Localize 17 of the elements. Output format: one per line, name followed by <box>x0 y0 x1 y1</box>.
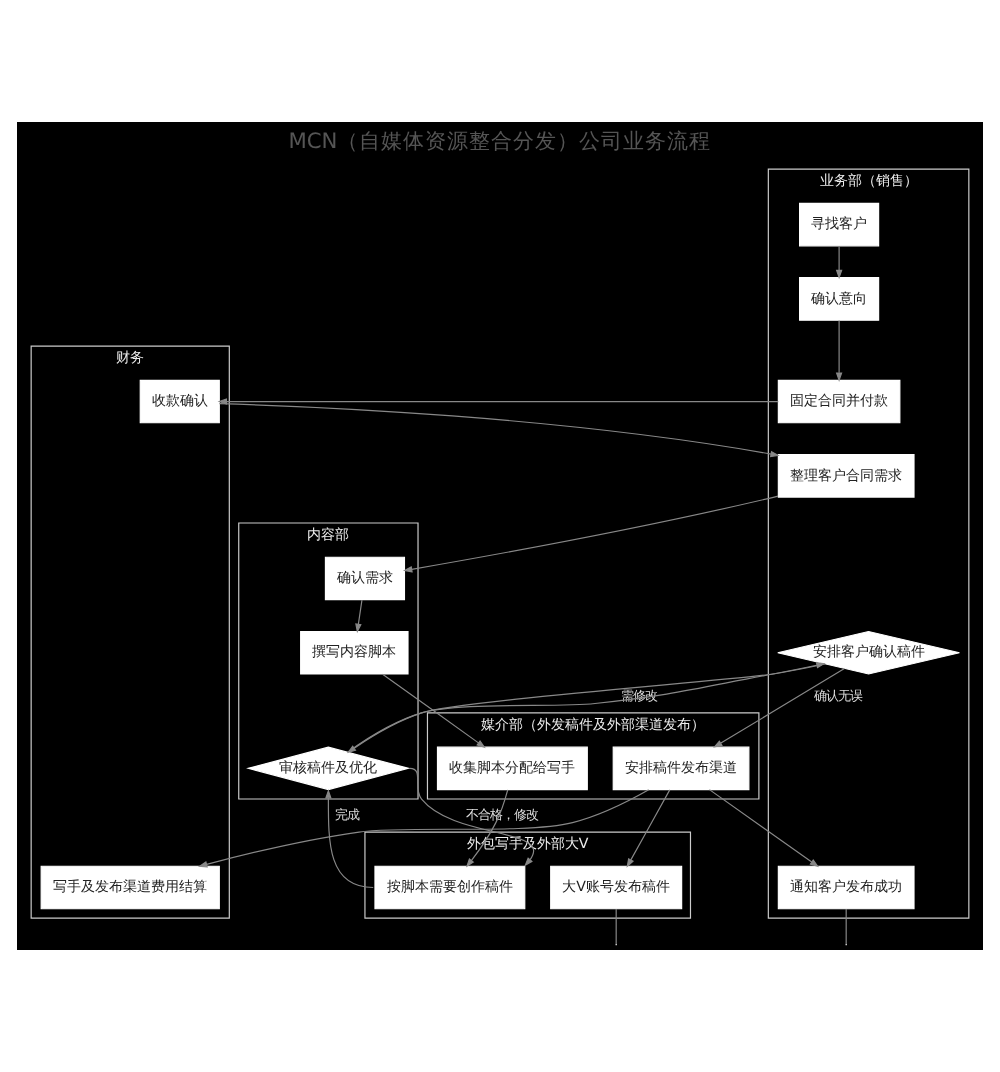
arrow <box>402 495 779 573</box>
arrow <box>382 673 486 749</box>
arrow <box>197 789 650 868</box>
arrow <box>708 789 820 868</box>
arrow <box>409 767 535 867</box>
arrow <box>355 599 363 634</box>
arrow <box>218 403 780 458</box>
arrow <box>325 789 374 889</box>
arrow <box>465 789 509 868</box>
connector <box>845 908 847 945</box>
diagram-title: MCN（自媒体资源整合分发）公司业务流程 <box>288 128 712 155</box>
arrow <box>626 789 671 868</box>
arrow <box>835 245 843 280</box>
arrow <box>713 667 846 748</box>
arrow <box>217 398 779 405</box>
connector <box>615 908 617 945</box>
arrow <box>835 319 843 382</box>
